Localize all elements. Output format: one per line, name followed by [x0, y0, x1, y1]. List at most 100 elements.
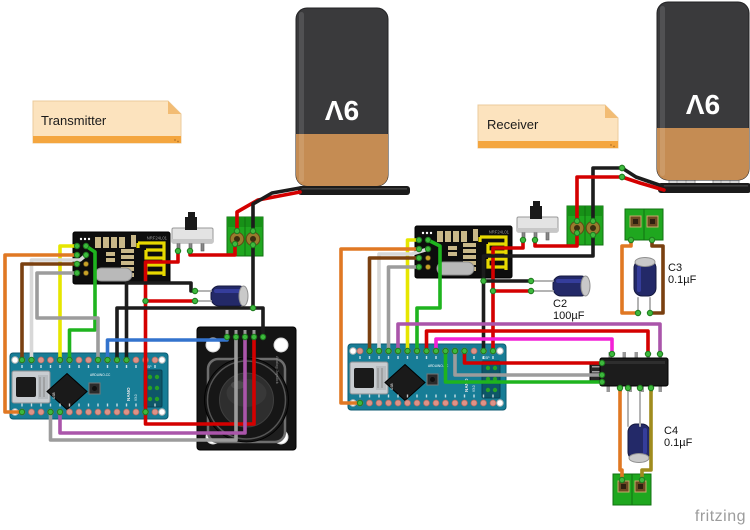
connection-dot: [142, 408, 149, 416]
connection-dot: [28, 356, 35, 364]
connection-dot: [432, 347, 440, 355]
connection-dot: [18, 356, 26, 364]
wire-purple: [396, 322, 662, 356]
connection-dot: [404, 347, 411, 355]
wire-purple: [58, 335, 247, 435]
connection-dot: [104, 356, 111, 364]
rx-output-terminal-top: [624, 208, 664, 241]
connection-dot: [385, 347, 392, 355]
connection-dot: [480, 347, 487, 355]
c3-value: 0.1µF: [668, 274, 697, 286]
connection-dot: [589, 217, 597, 225]
tx-power-switch: [171, 211, 214, 252]
connection-dot: [82, 242, 90, 250]
connection-dot: [123, 356, 130, 364]
wire-black: [591, 166, 624, 223]
tx-power-terminal: [226, 216, 264, 257]
connection-dot: [519, 236, 527, 244]
connection-dot: [644, 350, 652, 358]
connection-dot: [618, 476, 626, 484]
wire-red: [491, 238, 525, 353]
battery-clip: [658, 183, 750, 193]
connection-dot: [241, 333, 249, 341]
wire-red: [143, 249, 180, 414]
c3-name: C3: [668, 262, 682, 274]
wire-red: [424, 329, 650, 356]
rx-nrf24l01: [413, 224, 514, 280]
rx-output-terminal-bottom: [612, 473, 652, 506]
wire-gray: [453, 349, 604, 377]
connection-dot: [232, 333, 240, 341]
c2-value: 100µF: [553, 310, 585, 322]
wire-magenta: [434, 337, 614, 356]
wire-red: [143, 335, 256, 426]
receiver-note: Receiver: [477, 104, 619, 149]
rx-capacitor-c4: [627, 423, 651, 463]
connection-dot: [638, 476, 646, 484]
connection-dot: [480, 277, 487, 285]
connection-dot: [223, 333, 231, 341]
connection-dot: [423, 347, 430, 355]
connection-dot: [413, 347, 421, 355]
connection-dot: [415, 254, 423, 262]
connection-dot: [573, 229, 581, 237]
connection-dot: [616, 384, 624, 392]
capacitor-labels: C2 100µF C3 0.1µF C4 0.1µF: [553, 262, 697, 449]
connection-dot: [608, 350, 616, 358]
connection-dot: [249, 304, 257, 312]
connection-dot: [415, 236, 423, 244]
wire-gray: [35, 271, 100, 362]
wire-black: [124, 281, 197, 362]
connection-dot: [73, 269, 81, 277]
wire-black: [481, 233, 595, 353]
connection-dot: [442, 347, 449, 355]
connection-dot: [82, 251, 90, 259]
wires: [3, 164, 666, 484]
c4-name: C4: [664, 425, 678, 437]
connection-dot: [527, 287, 535, 295]
wire-green: [443, 349, 604, 384]
wire-brown: [367, 256, 421, 353]
connection-dot: [356, 399, 364, 407]
wire-orange: [3, 253, 79, 414]
connection-dot: [598, 359, 606, 367]
connection-dot: [461, 347, 468, 355]
rx-capacitor-c2: [552, 275, 591, 297]
connection-dot: [527, 277, 535, 285]
connection-dot: [656, 350, 664, 358]
wire-red: [575, 175, 624, 223]
connection-dot: [636, 384, 644, 392]
connection-dot: [451, 347, 459, 355]
connection-dot: [186, 247, 194, 255]
connection-dot: [191, 287, 199, 295]
transmitter-note: Transmitter: [32, 100, 182, 144]
connection-dot: [66, 356, 73, 364]
connection-dot: [174, 247, 182, 255]
connection-dot: [375, 347, 383, 355]
connection-dot: [233, 227, 241, 235]
note-strip: [478, 141, 618, 148]
connection-dot: [113, 356, 121, 364]
connection-dot: [424, 245, 432, 253]
wire-gray: [386, 265, 421, 353]
rx-power-terminal: [566, 205, 604, 246]
connection-dot: [56, 408, 64, 416]
connection-dot: [191, 297, 199, 305]
connection-dot: [366, 347, 373, 355]
wire-orange: [339, 247, 421, 405]
receiver-note-text: Receiver: [487, 117, 539, 132]
c4-value: 0.1µF: [664, 437, 693, 449]
fritzing-watermark: fritzing: [695, 508, 746, 525]
joystick-label: Analog Joystick: [275, 356, 280, 384]
connection-dot: [94, 356, 102, 364]
wire-black: [115, 306, 265, 362]
connection-dot: [589, 231, 597, 239]
wire-green: [67, 244, 97, 362]
wire-red: [462, 349, 604, 365]
connection-dot: [573, 217, 581, 225]
wire-gray: [48, 335, 238, 442]
ic-body: [599, 357, 669, 387]
receiver-battery: [656, 1, 750, 189]
c2-name: C2: [553, 298, 567, 310]
connection-dot: [646, 309, 654, 317]
